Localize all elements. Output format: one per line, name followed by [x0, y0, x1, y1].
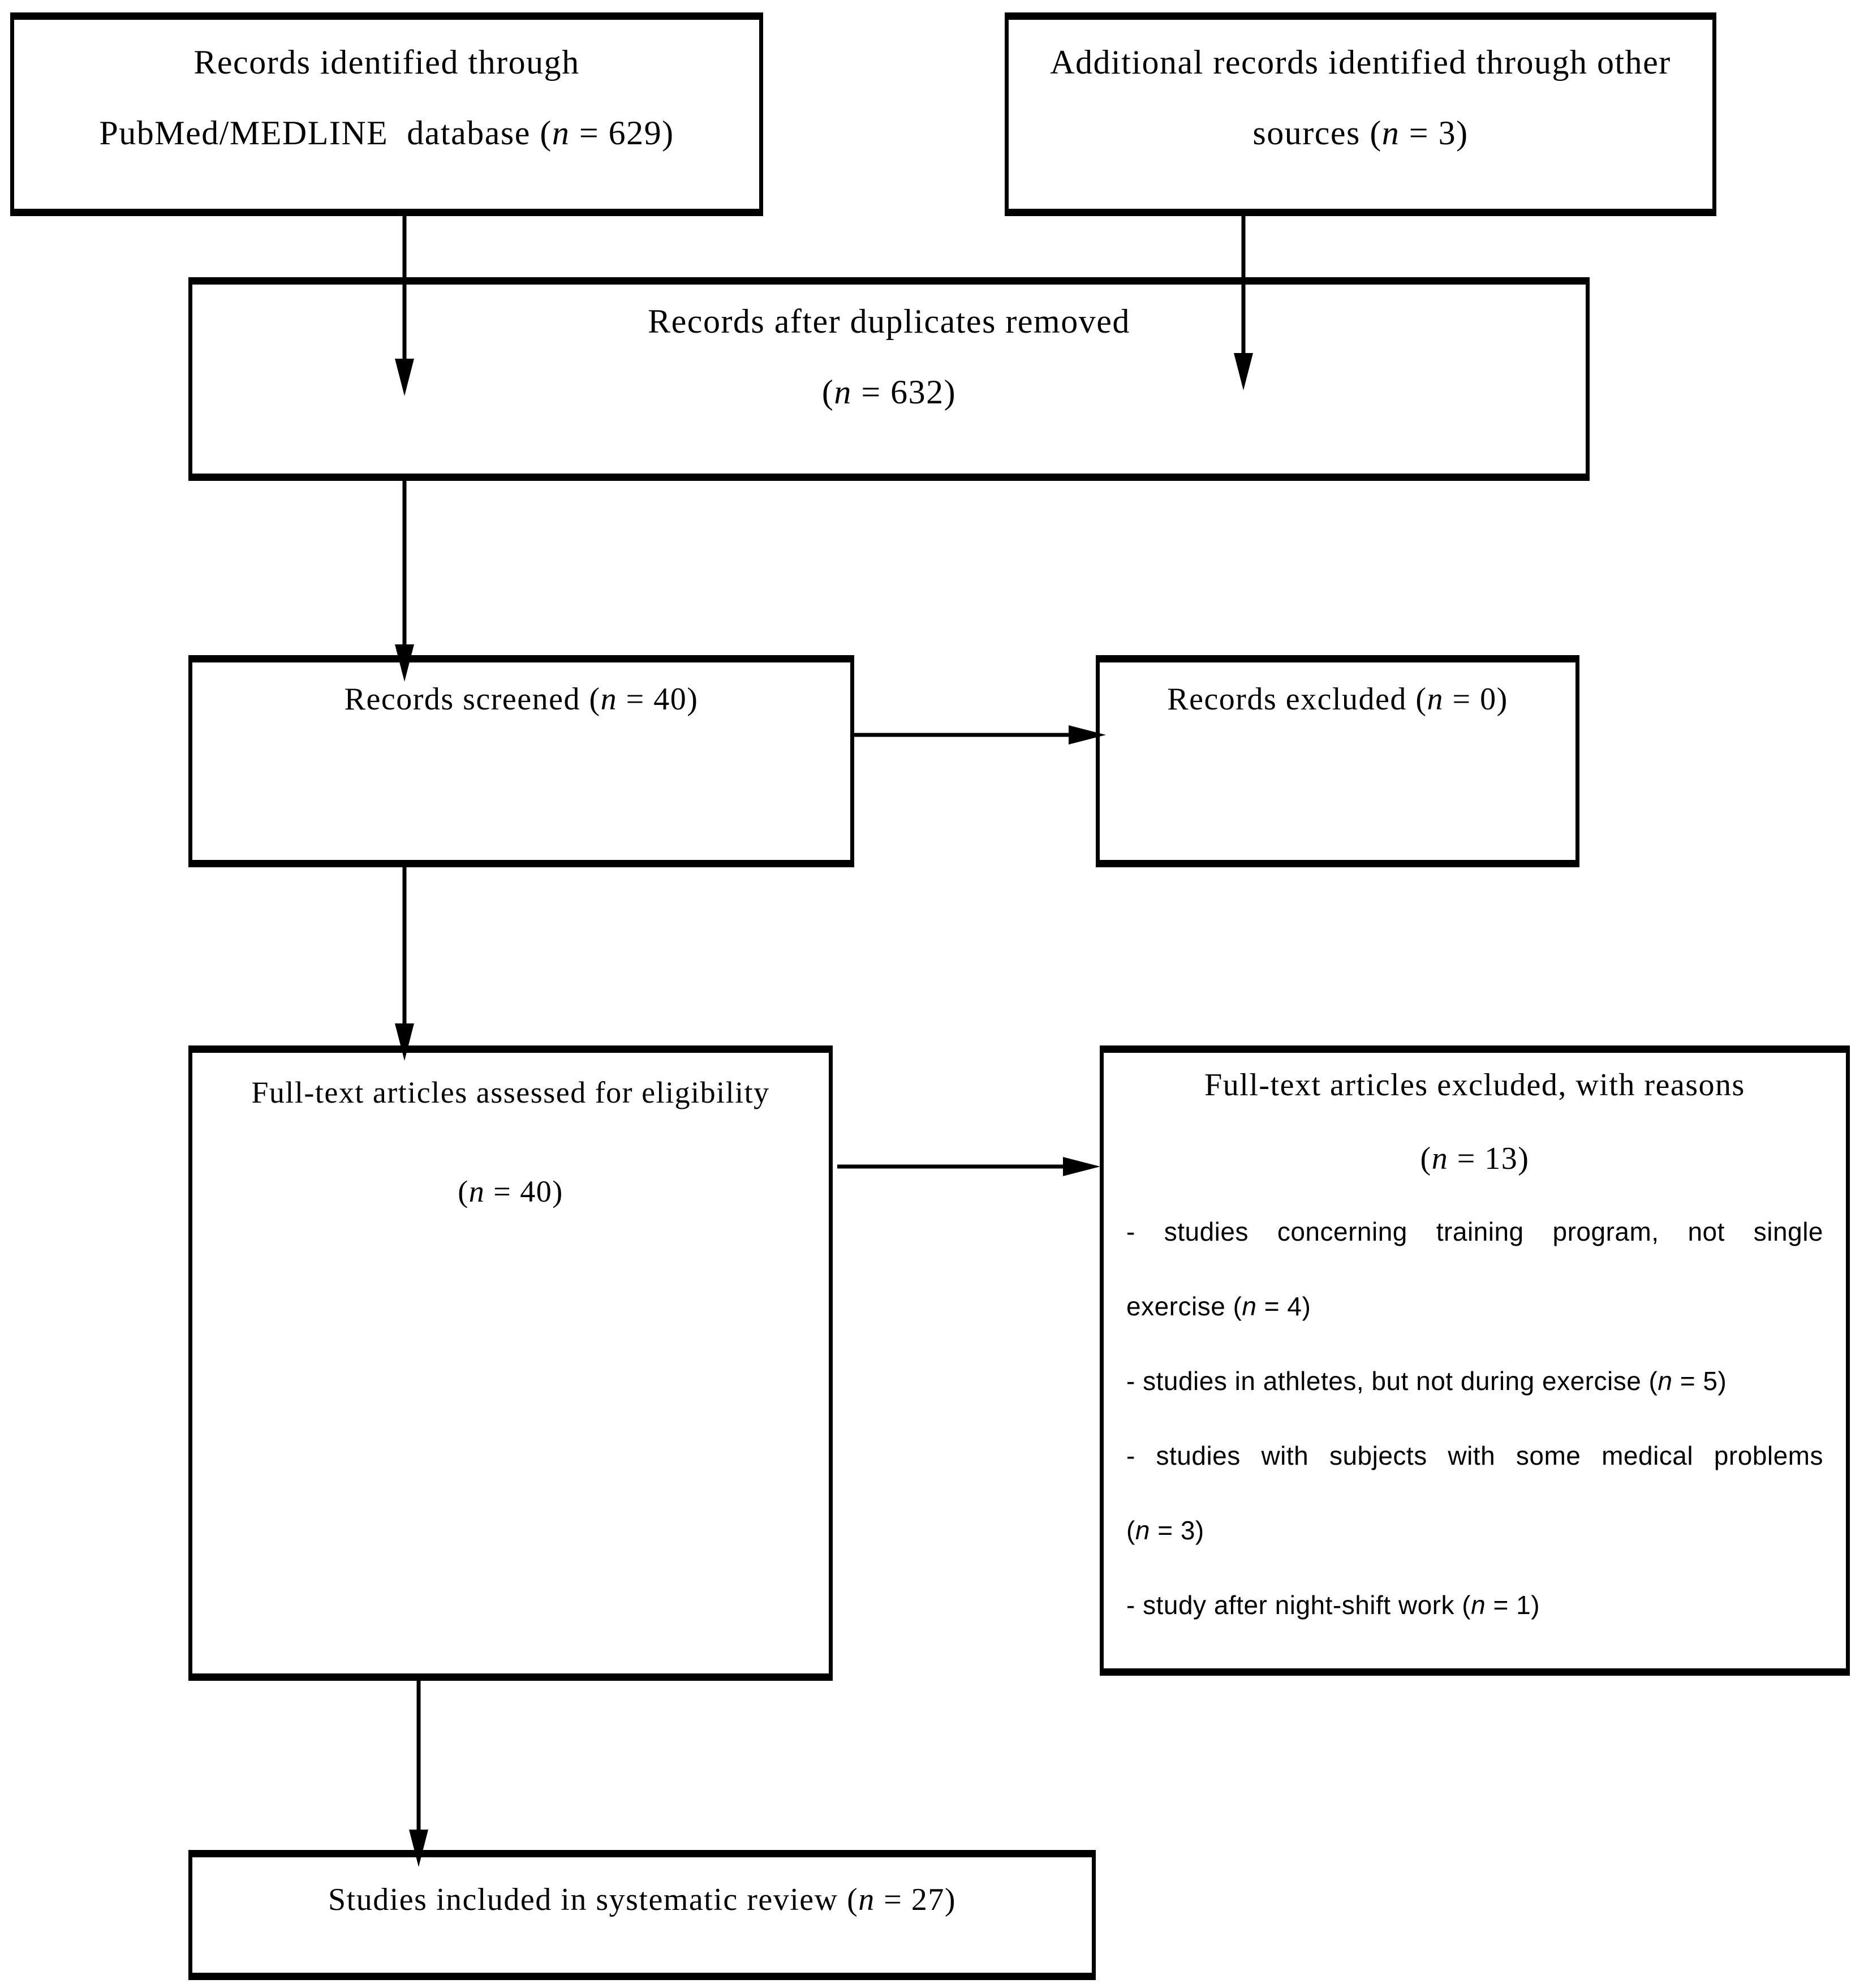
box-fulltext-excluded: Full-text articles excluded, with reason… [1100, 1045, 1850, 1676]
box-text-line: Additional records identified through ot… [1050, 44, 1671, 81]
arrow-screened-to-fulltext [395, 867, 414, 1061]
box-studies-included: Studies included in systematic review (n… [188, 1850, 1096, 1980]
box-text-line: (n = 13) [1420, 1141, 1530, 1176]
arrow-fulltext-to-excluded [837, 1157, 1100, 1176]
box-text-line: Full-text articles assessed for eligibil… [251, 1075, 770, 1109]
box-text-line: Records excluded (n = 0) [1167, 682, 1508, 717]
box-records-identified: Records identified through PubMed/MEDLIN… [10, 12, 763, 216]
exclusion-reason-line: - studies in athletes, but not during ex… [1126, 1366, 1727, 1396]
arrow-screened-to-excluded [854, 725, 1106, 745]
exclusion-reason-line: - studies concerning training program, n… [1126, 1217, 1823, 1246]
arrow-deduplicated-to-screened [395, 481, 414, 682]
box-text-line: PubMed/MEDLINE database (n = 629) [99, 114, 674, 152]
box-additional-records: Additional records identified through ot… [1005, 12, 1716, 216]
box-text-line: Records after duplicates removed [648, 303, 1130, 340]
box-records-excluded: Records excluded (n = 0) [1096, 655, 1579, 867]
exclusion-reason-line: - study after night-shift work (n = 1) [1126, 1590, 1540, 1620]
box-text-line: (n = 40) [458, 1174, 563, 1208]
exclusion-reasons-list: - studies concerning training program, n… [1126, 1194, 1823, 1642]
box-text-line: Records screened (n = 40) [344, 682, 699, 717]
exclusion-reason-line: - studies with subjects with some medica… [1126, 1441, 1823, 1470]
box-text-line: sources (n = 3) [1252, 114, 1469, 152]
box-text-line: Full-text articles excluded, with reason… [1204, 1068, 1745, 1103]
box-fulltext-assessed: Full-text articles assessed for eligibil… [188, 1045, 833, 1681]
box-duplicates-removed: Records after duplicates removed (n = 63… [188, 277, 1590, 481]
box-text-line: Records identified through [193, 44, 580, 81]
box-records-screened: Records screened (n = 40) [188, 655, 854, 867]
arrow-fulltext-to-included [409, 1681, 428, 1867]
box-text-line: (n = 632) [821, 373, 957, 411]
exclusion-reason-line: exercise (n = 4) [1126, 1292, 1311, 1321]
exclusion-reason-line: (n = 3) [1126, 1516, 1204, 1545]
box-text-line: Studies included in systematic review (n… [328, 1882, 956, 1917]
